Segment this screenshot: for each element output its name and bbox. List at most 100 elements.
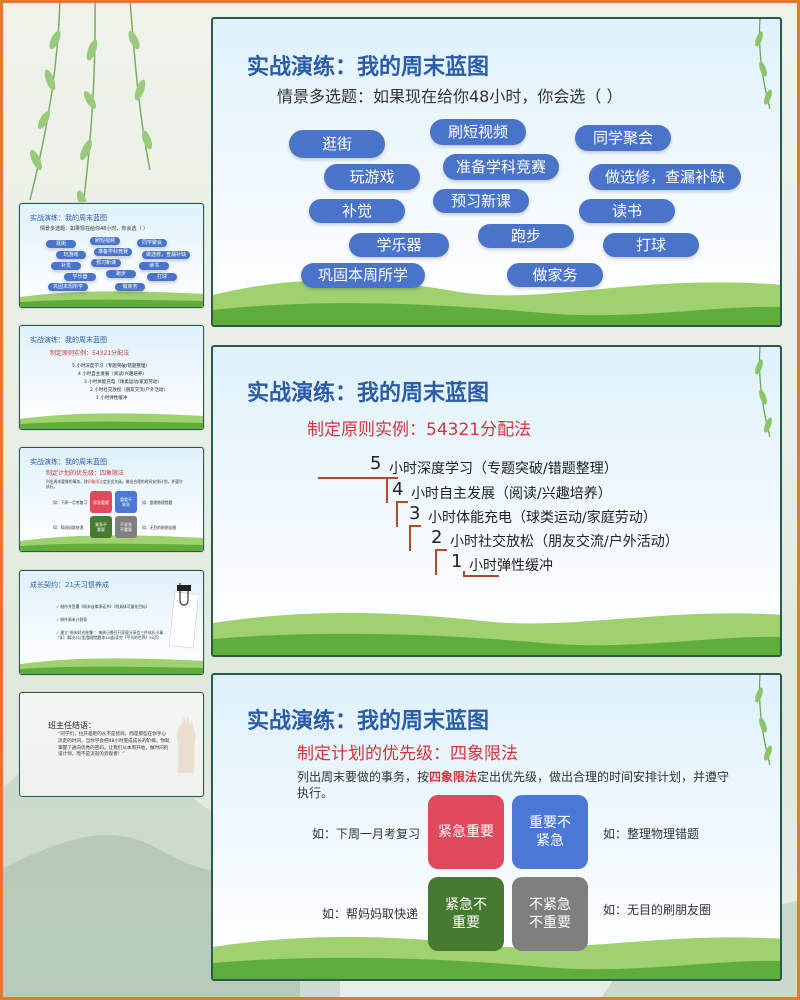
thumb-option: 玩游戏 <box>56 251 86 259</box>
highlight-text: 四象限法 <box>429 770 478 784</box>
example-text: 如：整理物理错题 <box>603 827 700 841</box>
quadrant-urgent-important[interactable]: 紧急重要 <box>428 795 504 869</box>
step-text: 小时自主发展（阅读/兴趣培养） <box>411 486 612 502</box>
step-number: 3 <box>409 503 421 524</box>
thumb-quadrant: 重要不 紧急 <box>115 491 137 513</box>
thumb-option: 打球 <box>147 273 177 281</box>
option-pill[interactable]: 学乐器 <box>349 233 449 257</box>
example-text: 如：下周一月考复习 <box>312 827 421 841</box>
thumb-quadrant: 不紧急 不重要 <box>115 516 137 538</box>
thumb-option: 读书 <box>139 262 169 270</box>
thumb-option: 逛街 <box>46 240 76 248</box>
slide-weekend-blueprint-quiz[interactable]: 实战演练：我的周末蓝图 情景多选题：如果现在给你48小时，你会选（ ） 逛街 刷… <box>211 17 782 327</box>
staircase-step <box>435 549 447 575</box>
thumb-option: 准备学科竞赛 <box>94 248 132 256</box>
quiz-question: 情景多选题：如果现在给你48小时，你会选（ ） <box>277 87 623 106</box>
thumbnail-slide-4[interactable]: 成长契约：21天习惯养成 ✓ 制作并签署《周末自律承诺书》（附具体可量化目标） … <box>19 570 204 675</box>
thumb-subtitle: 制定原则实例：54321分配法 <box>50 350 130 357</box>
option-pill[interactable]: 玩游戏 <box>324 164 420 190</box>
green-hills-decoration <box>20 535 203 551</box>
option-pill[interactable]: 巩固本周所学 <box>301 263 425 288</box>
option-pill[interactable]: 补觉 <box>309 199 405 223</box>
slide-title: 实战演练：我的周末蓝图 <box>247 709 490 734</box>
option-pill[interactable]: 打球 <box>603 233 699 257</box>
thumb-title: 实战演练：我的周末蓝图 <box>30 458 107 466</box>
thumb-subtitle: 制定计划的优先级：四象限法 <box>46 470 125 477</box>
step-text: 小时体能充电（球类运动/家庭劳动） <box>428 510 657 526</box>
thumb-example: 如：帮妈妈取快递 <box>53 525 84 530</box>
thumb-title: 实战演练：我的周末蓝图 <box>30 336 107 344</box>
green-hills-decoration <box>213 280 780 325</box>
method-description: 列出周末要做的事务，按四象限法定出优先级，做出合理的时间安排计划，并遵守执行。 <box>297 770 730 800</box>
quadrant-important-not-urgent[interactable]: 重要不 紧急 <box>512 795 588 869</box>
thumb-title: 成长契约：21天习惯养成 <box>30 581 109 589</box>
thumb-step: 3 小时体能充电（球类运动/家庭劳动） <box>84 380 162 385</box>
option-pill[interactable]: 跑步 <box>478 224 574 248</box>
thumbnail-slide-3[interactable]: 实战演练：我的周末蓝图 制定计划的优先级：四象限法 列出周末要做的事务，按四象限… <box>19 447 204 552</box>
thumb-step: 5 小时深度学习（专题突破/错题整理） <box>72 364 150 369</box>
step-text: 小时弹性缓冲 <box>469 558 553 574</box>
staircase-step <box>409 525 421 551</box>
quadrant-urgent-not-important[interactable]: 紧急不 重要 <box>428 877 504 951</box>
option-pill[interactable]: 做选修，查漏补缺 <box>589 164 741 190</box>
step-number: 1 <box>451 551 463 572</box>
willow-corner-icon <box>755 347 772 437</box>
option-pill[interactable]: 同学聚会 <box>575 125 671 151</box>
contract-item: ✓ 制作周末计划表 <box>56 617 87 622</box>
thumbnail-slide-1[interactable]: 实战演练：我的周末蓝图 情景多选题：如果现在给你48小时，你会选（ ） 逛街 刷… <box>19 203 204 308</box>
thumb-quadrant: 紧急不 重要 <box>90 516 112 538</box>
slide-54321-method[interactable]: 实战演练：我的周末蓝图 制定原则实例：54321分配法 5 小时深度学习（专题突… <box>211 345 782 657</box>
staircase-step <box>396 501 408 527</box>
thumb-option: 做选修，查漏补缺 <box>142 251 190 259</box>
slide-title: 实战演练：我的周末蓝图 <box>247 55 490 80</box>
thumb-option: 补觉 <box>51 262 81 270</box>
green-hills-decoration <box>20 658 203 674</box>
option-pill[interactable]: 准备学科竞赛 <box>443 154 559 180</box>
thumb-example: 如：下周一月考复习 <box>53 500 88 505</box>
slide-four-quadrant[interactable]: 实战演练：我的周末蓝图 制定计划的优先级：四象限法 列出周末要做的事务，按四象限… <box>211 673 782 981</box>
thumb-option: 巩固本周所学 <box>48 283 88 291</box>
green-hills-decoration <box>213 613 780 655</box>
thumb-step: 1 小时弹性缓冲 <box>96 396 128 401</box>
step-number: 2 <box>431 527 443 548</box>
closing-quote: “同学们，拉开差距的从不是智商，而是那些在你手心流走的时间。当你学会把48小时变… <box>58 732 170 758</box>
contract-item: ✓ 制作并签署《周末自律承诺书》（附具体可量化目标） <box>56 604 150 609</box>
green-hills-decoration <box>213 937 780 979</box>
thumb-option: 学乐器 <box>64 273 96 281</box>
green-hills-decoration <box>20 413 203 429</box>
quadrant-neither[interactable]: 不紧急 不重要 <box>512 877 588 951</box>
staircase-line <box>318 477 386 479</box>
step-text: 小时社交放松（朋友交流/户外活动） <box>450 534 679 550</box>
thumb-option: 刷短视频 <box>90 237 120 245</box>
thumb-question: 情景多选题：如果现在给你48小时，你会选（ ） <box>40 226 148 232</box>
thumb-step: 2 小时社交放松（朋友交流/户外活动） <box>90 388 168 393</box>
thumb-example: 如：整理物理错题 <box>142 500 173 505</box>
option-pill[interactable]: 逛街 <box>289 130 385 158</box>
raised-hand-icon <box>177 716 196 773</box>
method-subtitle: 制定原则实例：54321分配法 <box>307 420 532 440</box>
thumb-example: 如：无目的刷朋友圈 <box>142 525 177 530</box>
thumb-option: 同学聚会 <box>137 239 167 247</box>
option-pill[interactable]: 读书 <box>579 199 675 223</box>
willow-corner-icon <box>755 675 772 765</box>
step-number: 4 <box>392 479 404 500</box>
option-pill[interactable]: 预习新课 <box>433 189 529 213</box>
thumb-option: 做家务 <box>115 283 145 291</box>
option-pill[interactable]: 做家务 <box>507 263 603 287</box>
paper-clip-icon <box>168 583 198 649</box>
thumbnail-slide-5[interactable]: 班主任结语： “同学们，拉开差距的从不是智商，而是那些在你手心流走的时间。当你学… <box>19 692 204 797</box>
contract-item: ✓ 建立“周末时光账簿”：每周日晚召开家庭分享会三件成长小事（如：解决3公里/整… <box>56 630 164 640</box>
thumb-description: 列出周末要做的事务，按四象限法定出优先级，做出合理的时间安排计划，并遵守执行。 <box>46 479 183 489</box>
staircase-step <box>463 571 499 577</box>
example-text: 如：帮妈妈取快递 <box>322 907 419 921</box>
method-subtitle: 制定计划的优先级：四象限法 <box>297 744 518 764</box>
staircase-step <box>386 477 398 503</box>
thumb-quadrant: 紧急重要 <box>90 491 112 513</box>
thumb-step: 4 小时自主发展（阅读/兴趣培养） <box>78 372 147 377</box>
option-pill[interactable]: 刷短视频 <box>430 119 526 145</box>
slide-title: 实战演练：我的周末蓝图 <box>247 381 490 406</box>
willow-corner-icon <box>755 19 772 109</box>
green-hills-decoration <box>20 291 203 307</box>
step-text: 小时深度学习（专题突破/错题整理） <box>389 461 618 477</box>
thumbnail-slide-2[interactable]: 实战演练：我的周末蓝图 制定原则实例：54321分配法 5 小时深度学习（专题突… <box>19 325 204 430</box>
